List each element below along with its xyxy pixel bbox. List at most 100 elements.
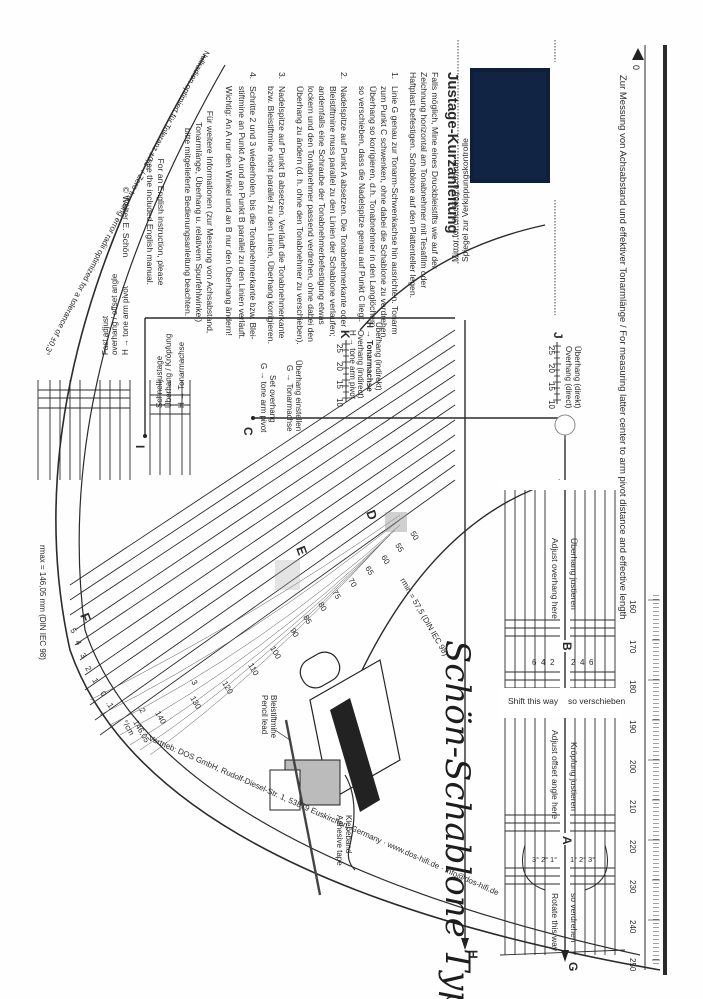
ruler-tick-label: 180 — [628, 680, 637, 694]
tracking-tick: 4 — [73, 639, 83, 648]
pencil-lead-label-en: Pencil lead — [260, 695, 269, 734]
radial-tick: 65 — [363, 565, 376, 578]
zone-b-label-en: Adjust overhang here — [550, 538, 560, 619]
step-line: so verschieben, dass die Nadelspitze gen… — [357, 86, 367, 322]
ruler-tick-label: 200 — [628, 760, 637, 774]
zone-a-tick: 1° — [550, 855, 557, 864]
tracking-error-curves — [89, 514, 401, 756]
fast-adjust-sub-en: overhang / offset angle — [110, 273, 119, 355]
zone-a-label-de: Kröpfung justieren — [569, 742, 579, 811]
step-line: stiftmine an Punkt A und an Punkt B para… — [237, 86, 247, 339]
zone-b-tick: 6 — [532, 658, 537, 667]
ruler-tick-label: 210 — [628, 800, 637, 814]
point-e: E — [293, 544, 310, 558]
step-number: 3. — [277, 72, 287, 79]
overhang-indirect-label-de: Überhang (indirekt) — [374, 322, 383, 391]
zone-b-tick: 2 — [571, 658, 576, 667]
ruler-tick-label: 190 — [628, 720, 637, 734]
zone-a-tick: 2° — [579, 855, 586, 864]
step-line: bzw. Bleistiftmine nicht parallel zu den… — [266, 86, 276, 344]
set-overhang-label-en: Set overhang — [268, 375, 277, 423]
step-line: zum Punkt C schwenken, ohne dabei die Sc… — [379, 86, 389, 340]
fast-adjust-arrow-de: H → Tonarmachse — [177, 341, 186, 408]
fast-adjust-label-de: Schnelljustage — [155, 355, 164, 408]
point-i: I — [133, 445, 147, 448]
overhang-direct-tick: 15 — [547, 382, 556, 391]
null-radius-arc-outer — [359, 224, 546, 331]
step-line: Schritte 2 und 3 wiederholen, bis die To… — [248, 86, 258, 340]
fast-adjust-block: Schnelljustage Überhang / Kröpfung H → T… — [37, 273, 191, 480]
overhang-indirect-tick: 25 — [335, 344, 344, 353]
grid-top-cap — [500, 480, 620, 490]
set-overhang-arrow-de: G → Tonarmachse — [285, 365, 294, 432]
radial-tick: 55 — [393, 542, 406, 555]
spindle-notch — [554, 414, 576, 436]
fast-adjust-sub-de: Überhang / Kröpfung — [164, 334, 173, 408]
protractor-outer-edge — [55, 54, 661, 971]
tracking-tick: .1 — [104, 700, 115, 711]
overhang-direct-tick: 20 — [547, 364, 556, 373]
e-zone-shading — [275, 560, 300, 590]
ruler-tick-label: 220 — [628, 840, 637, 854]
step-line: Nadelspitze auf Punkt B absetzen. Verläu… — [277, 86, 287, 339]
rmax-label: rmax = 146,05 mm (DIN IEC 98) — [38, 545, 47, 660]
set-overhang-block: Überhang einstellen G → Tonarmachse Set … — [241, 360, 303, 436]
header-caption: Zur Messung von Achsabstand und effektiv… — [617, 75, 628, 619]
english-note-line: For an English instruction, please — [156, 158, 166, 285]
intro-line: Zeichnung horizontal am Tonabnehmer mit … — [419, 72, 429, 288]
tracking-tick: .2 — [136, 705, 147, 716]
more-info-line: Tonarmlänge, Überhang u. relativem Spurf… — [194, 122, 204, 322]
step-line: andernfalls eine Schraube der Tonabnehme… — [317, 86, 327, 325]
zone-b-tick: 2 — [550, 658, 555, 667]
mirror-label-en: Mirror for checking azimuth — [450, 159, 460, 262]
ruler-tick-label: 230 — [628, 880, 637, 894]
tape-label-de: Klebeband — [344, 815, 353, 853]
mirror-sheen — [474, 72, 546, 179]
set-overhang-label-de: Überhang einstellen — [294, 360, 303, 431]
step-number: 1. — [390, 72, 400, 79]
ruler-tick-label: 160 — [628, 600, 637, 614]
tracking-tick: 1 — [90, 677, 100, 686]
line-h-label: H — [466, 950, 480, 959]
mirror-label-de: Spiegel zur Verkippungskontrolle — [460, 138, 470, 262]
instructions-heading: Justage-Kurzanleitung — [444, 72, 461, 234]
overhang-indirect-arrow-en: H → tone arm pivot — [348, 330, 357, 400]
ruler-tick-label: 250 — [628, 958, 637, 972]
radial-tick: 130 — [188, 695, 203, 712]
zone-a-tick: 1° — [570, 855, 577, 864]
shift-label-en: Shift this way — [508, 696, 559, 706]
more-info-line: Für weitere Informationen (zur Messung v… — [205, 111, 215, 334]
intro-line: Haftplast befestigen. Schablone auf den … — [408, 72, 418, 298]
radial-tick: 80 — [316, 601, 329, 614]
overhang-direct-label-en: Overhang (direct) — [564, 346, 573, 409]
more-info-line: bitte mitgelieferte Bedienungsanleitung … — [183, 128, 193, 316]
line-h-arrow — [461, 938, 469, 950]
zone-b-tick: 4 — [580, 658, 585, 667]
intro-line: Falls möglich, Mine eines Druckbleistift… — [430, 72, 440, 269]
tracking-tick: 2 — [83, 665, 93, 674]
tracking-tick: 0 — [98, 690, 108, 699]
protractor-caption-baseline — [78, 64, 641, 956]
point-a: A — [560, 836, 574, 845]
radial-tick: 140 — [153, 710, 168, 727]
radial-tick: 120 — [220, 680, 235, 697]
step-line: lockern und den Tonabnehmer passend verd… — [306, 86, 316, 342]
zero-mark-label: 0 — [631, 65, 641, 70]
point-c: C — [241, 427, 255, 436]
point-j: J — [551, 332, 565, 339]
overhang-direct-tick: 25 — [547, 346, 556, 355]
product-title: Schön-Schablone Typ 2 — [437, 640, 477, 999]
overhang-direct-tick: 10 — [547, 400, 556, 409]
rotate-label-de: so verdrehen — [569, 893, 579, 943]
point-b: B — [560, 642, 574, 651]
step-number: 4. — [248, 72, 258, 79]
shift-label-band — [500, 688, 620, 718]
step-line: Linie G genau zur Tonarm-Schwenkachse hi… — [390, 86, 400, 335]
english-note-line: see the included English manual. — [145, 159, 155, 285]
tracking-tick: 5 — [68, 627, 78, 636]
zone-b-overhang: Überhang justieren Adjust overhang here … — [508, 538, 625, 706]
fast-adjust-arrow-en: H → tone arm pivot — [121, 285, 130, 355]
zero-mark-triangle — [632, 48, 644, 60]
step-line: Nadelspitze auf Punkt A absetzen. Die To… — [339, 86, 349, 327]
